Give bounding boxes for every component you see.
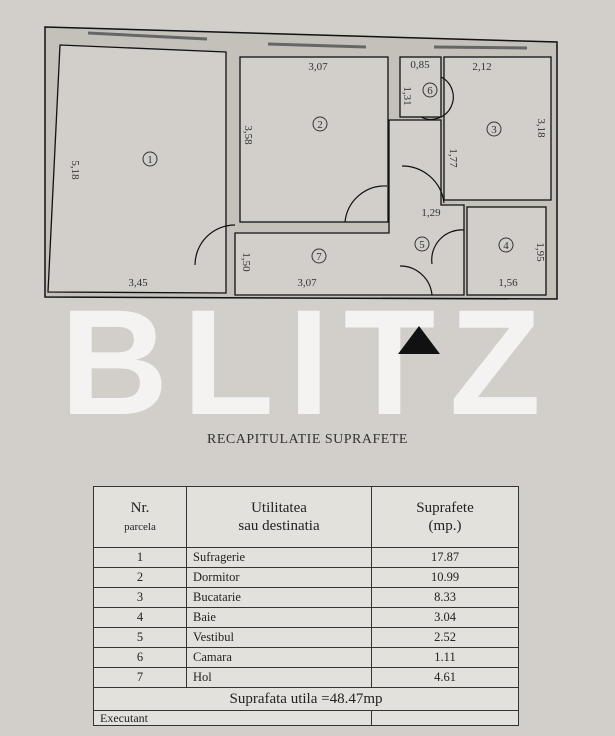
dim-r3-width: 2,12 (472, 61, 491, 73)
row-area: 10.99 (371, 567, 519, 588)
dim-r7-height: 1,50 (240, 252, 252, 272)
row-nr: 6 (93, 647, 187, 668)
total-row: Suprafata utila =48.47mp (93, 687, 519, 711)
executant-cell (371, 710, 519, 726)
area-table: Nr. parcela Utilitatea sau destinatia Supr… (93, 486, 519, 726)
dim-r3-height: 3,18 (535, 118, 547, 138)
executant-label: Executant (93, 710, 372, 726)
row-area: 3.04 (371, 607, 519, 628)
dim-r4-height: 1,95 (534, 242, 546, 262)
room-4 (466, 206, 547, 296)
room-3 (443, 56, 552, 201)
row-nr: 5 (93, 627, 187, 648)
header-nr-sub: parcela (124, 521, 156, 533)
room-number-5: 5 (419, 239, 425, 251)
watermark: BLITZ (60, 278, 555, 446)
dim-vestibul-height: 1,77 (447, 148, 459, 168)
row-nr: 3 (93, 587, 187, 608)
room-number-6: 6 (427, 85, 433, 97)
row-name: Sufragerie (186, 547, 372, 568)
row-name: Hol (186, 667, 372, 688)
table-header: Nr. parcela Utilitatea sau destinatia Supr… (93, 486, 519, 548)
dim-r2-height: 3,58 (242, 125, 254, 145)
header-nr: Nr. (130, 500, 150, 516)
row-name: Dormitor (186, 567, 372, 588)
total-area: Suprafata utila =48.47mp (93, 687, 519, 711)
row-area: 8.33 (371, 587, 519, 608)
room-number-1: 1 (147, 154, 153, 166)
table-title: RECAPITULATIE SUPRAFETE (207, 432, 408, 447)
row-name: Vestibul (186, 627, 372, 648)
header-supr-sub: (mp.) (428, 518, 462, 534)
dim-r1-height: 5,18 (69, 160, 81, 180)
row-area: 1.11 (371, 647, 519, 668)
room-7-5 (234, 119, 465, 296)
room-number-4: 4 (503, 240, 509, 252)
room-2 (239, 56, 389, 223)
row-area: 2.52 (371, 627, 519, 648)
room-number-7: 7 (316, 251, 322, 263)
executant-row: Executant (93, 710, 519, 726)
windows (87, 31, 528, 50)
row-name: Bucatarie (186, 587, 372, 608)
row-name: Baie (186, 607, 372, 628)
room-1 (47, 44, 227, 294)
header-util: Utilitatea (251, 500, 307, 516)
row-nr: 7 (93, 667, 187, 688)
floor-plan: 5,18 3,45 3,07 3,58 0,85 1,31 2,12 3,18 … (44, 26, 558, 300)
north-arrow-icon (398, 326, 440, 354)
dim-r4-width: 1,56 (498, 277, 518, 289)
header-util-sub: sau destinatia (238, 518, 320, 534)
header-supr: Suprafete (416, 500, 474, 516)
room-6 (399, 56, 442, 118)
room-number-3: 3 (491, 124, 497, 136)
dim-r1-width: 3,45 (128, 277, 148, 289)
door-arcs (194, 76, 465, 296)
room-number-2: 2 (317, 119, 323, 131)
dim-r6-height: 1,31 (401, 86, 413, 105)
row-nr: 4 (93, 607, 187, 628)
row-nr: 2 (93, 567, 187, 588)
row-name: Camara (186, 647, 372, 668)
dim-vestibul-width: 1,29 (421, 207, 441, 219)
row-area: 17.87 (371, 547, 519, 568)
dim-r2-width: 3,07 (308, 61, 328, 73)
row-area: 4.61 (371, 667, 519, 688)
dim-r6-width: 0,85 (410, 59, 430, 71)
dim-r7-width: 3,07 (297, 277, 317, 289)
row-nr: 1 (93, 547, 187, 568)
